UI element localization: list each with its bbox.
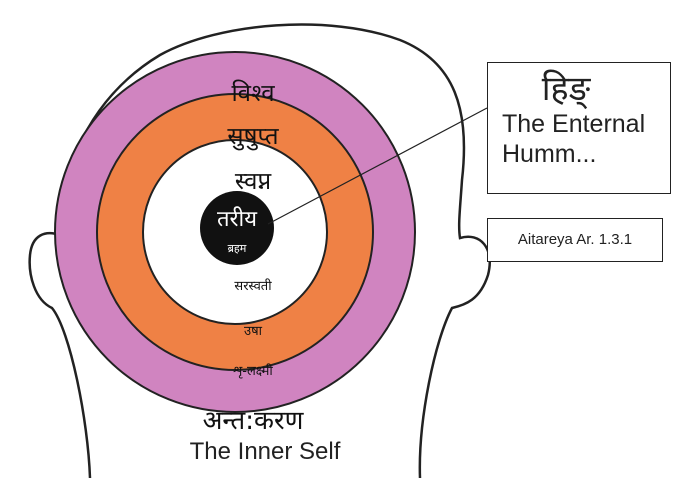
outer-ring-top-label: विश्व — [231, 79, 275, 107]
middle-ring-bottom-label: उषा — [244, 324, 263, 339]
head-outline — [28, 23, 491, 479]
callout-box: हिङ् The Enternal Humm... — [487, 62, 671, 194]
middle-ring-top-label: सुषुप्त — [227, 122, 279, 151]
callout-line-1: The Enternal — [502, 110, 646, 138]
callout-title: हिङ् — [541, 69, 591, 109]
core-subtitle-label: ब्रहम — [228, 242, 247, 255]
reference-box: Aitareya Ar. 1.3.1 — [487, 218, 663, 262]
core-disc — [200, 191, 274, 265]
bottom-english-caption: The Inner Self — [189, 438, 341, 465]
inner-disc-top-label: स्वप्न — [235, 167, 272, 195]
bottom-sanskrit-label: अन्त:करण — [203, 406, 305, 436]
inner-disc-bottom-label: सरस्वती — [234, 278, 272, 294]
connector-line — [267, 107, 488, 225]
callout-line-2: Humm... — [502, 140, 597, 168]
callout-text: The Enternal Humm... — [502, 109, 660, 169]
core-title-label: तरीय — [217, 206, 258, 232]
outer-ring-bottom-label: शृ-लक्ष्मी — [233, 363, 273, 379]
reference-text: Aitareya Ar. 1.3.1 — [517, 231, 633, 248]
